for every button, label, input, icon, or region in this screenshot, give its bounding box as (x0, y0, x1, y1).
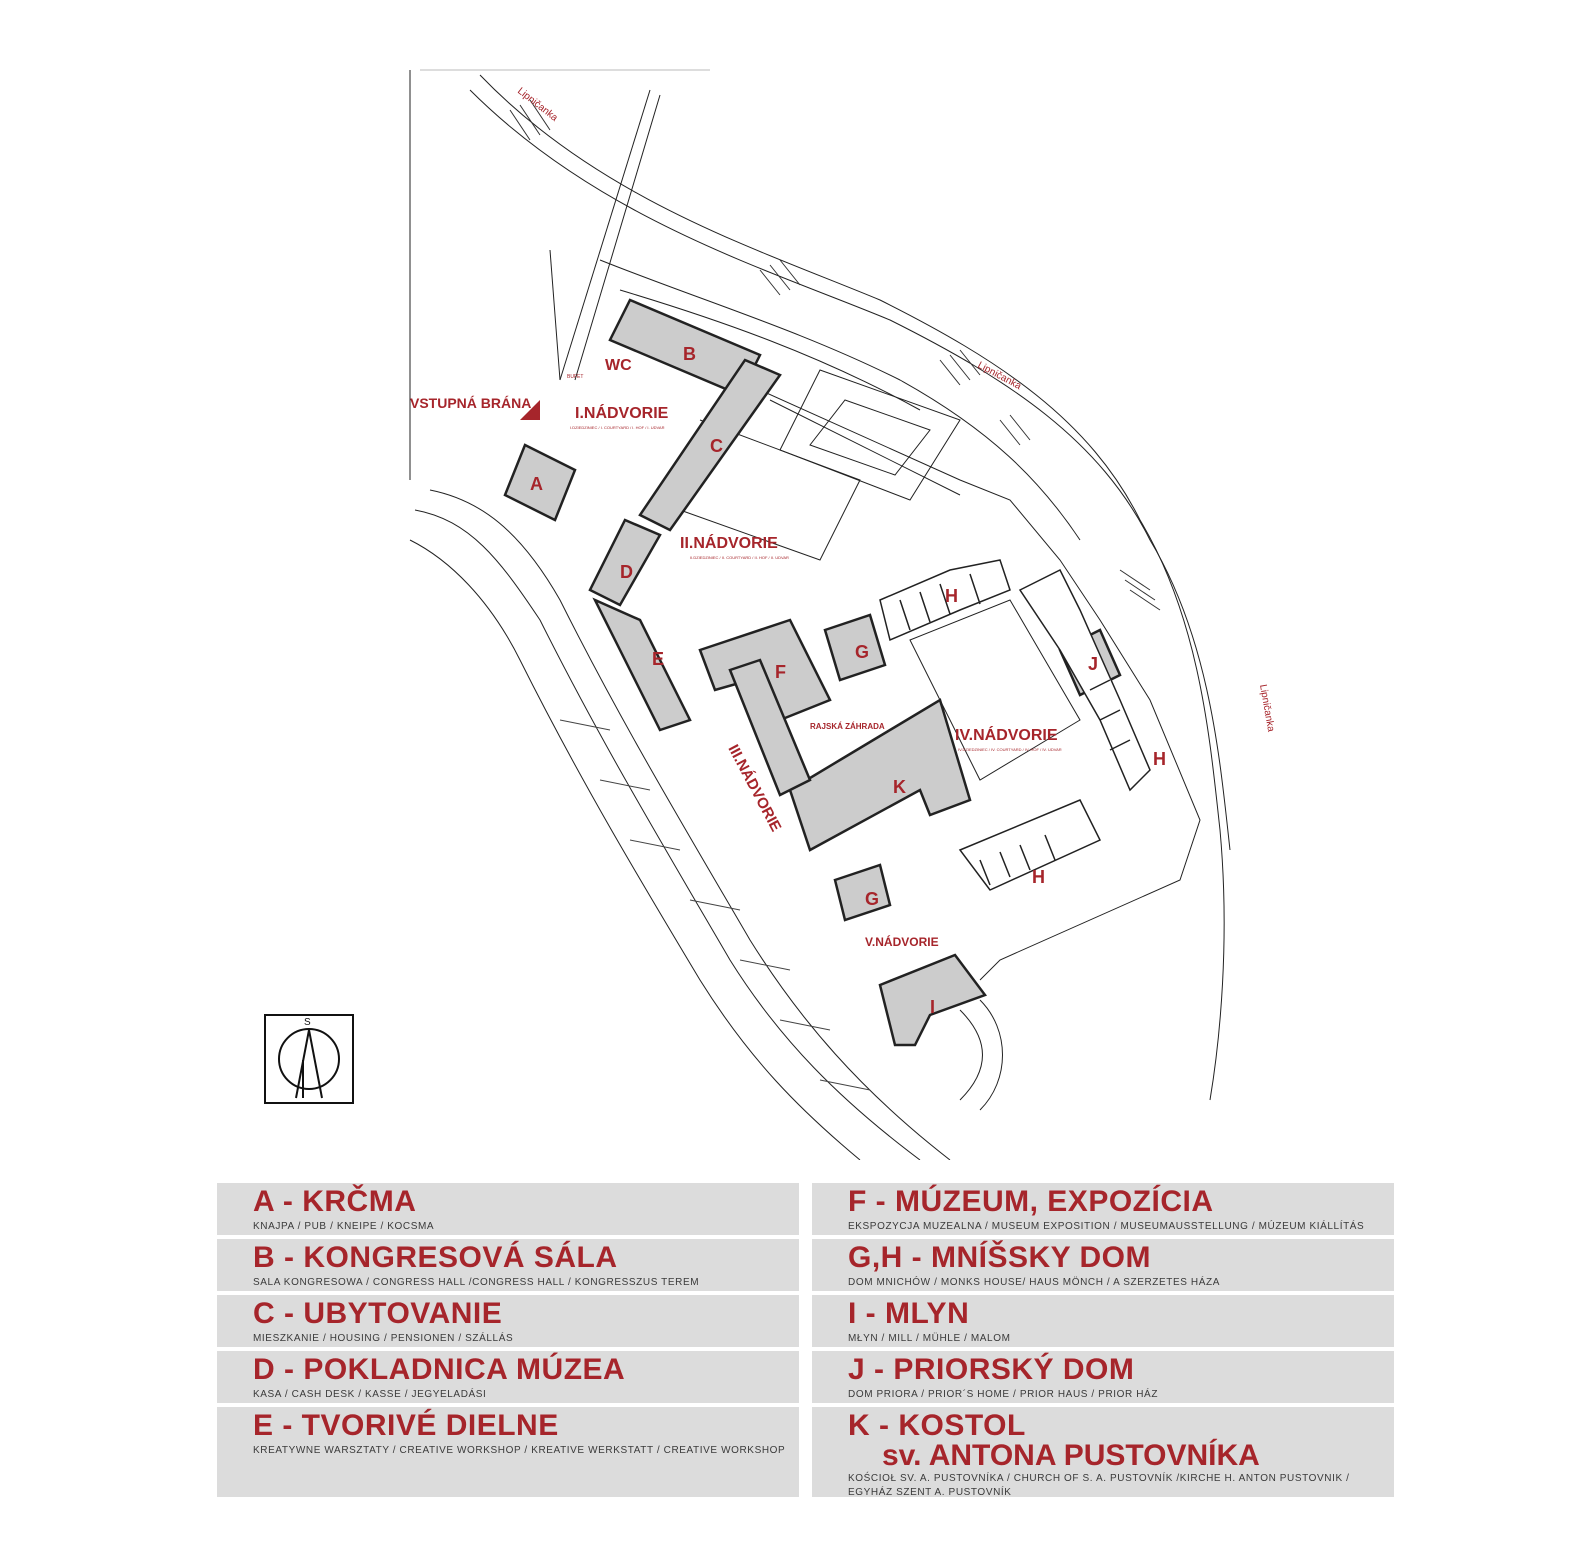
building-c[interactable] (638, 358, 782, 532)
legend-subtitle: DOM PRIORA / PRIOR´S HOME / PRIOR HAUS /… (848, 1389, 1159, 1400)
letter-k: K (893, 777, 906, 797)
building-i[interactable] (878, 953, 988, 1047)
legend-title: E - TVORIVÉ DIELNE (253, 1409, 559, 1442)
legend-item-f: F - MÚZEUM, EXPOZÍCIA EKSPOZYCJA MUZEALN… (812, 1183, 1394, 1239)
courtyard-1-sub: I.DZIEDZINIEC / I. COURTYARD / I. HOF / … (570, 425, 665, 430)
courtyard-4-sub: IV.DZIEDZINIEC / IV. COURTYARD / IV. HOF… (958, 747, 1062, 752)
building-e[interactable] (592, 597, 692, 732)
legend-title: A - KRČMA (253, 1185, 417, 1218)
north-arrow-compass: S (264, 1014, 354, 1104)
legend-subtitle: DOM MNICHÓW / MONKS HOUSE/ HAUS MÖNCH / … (848, 1277, 1220, 1288)
legend-subtitle: MIESZKANIE / HOUSING / PENSIONEN / SZÁLL… (253, 1333, 514, 1344)
paradise-garden-label: RAJSKÁ ZÁHRADA (810, 722, 885, 731)
building-h-lower[interactable] (958, 799, 1102, 891)
building-g-upper[interactable] (823, 613, 887, 682)
entrance-label: VSTUPNÁ BRÁNA (410, 395, 531, 411)
building-h-right[interactable] (1018, 568, 1151, 792)
letter-h-right: H (1153, 749, 1166, 769)
legend-title: I - MLYN (848, 1297, 970, 1330)
building-d[interactable] (588, 518, 662, 607)
legend-right-column: F - MÚZEUM, EXPOZÍCIA EKSPOZYCJA MUZEALN… (812, 1183, 1394, 1501)
monks-house-wings (879, 559, 1151, 891)
courtyard-2-label: II.NÁDVORIE (680, 533, 778, 552)
letter-a: A (530, 474, 543, 494)
legend-item-c: C - UBYTOVANIE MIESZKANIE / HOUSING / PE… (217, 1295, 799, 1351)
legend-item-e: E - TVORIVÉ DIELNE KREATYWNE WARSZTATY /… (217, 1407, 799, 1501)
legend-title: J - PRIORSKÝ DOM (848, 1353, 1135, 1386)
letter-c: C (710, 436, 723, 456)
letter-j: J (1088, 654, 1098, 674)
legend-title: D - POKLADNICA MÚZEA (253, 1353, 626, 1386)
courtyard-2-sub: II.DZIEDZINIEC / II. COURTYARD / II. HOF… (690, 555, 789, 560)
legend-title: K - KOSTOL (848, 1409, 1026, 1442)
compass-letter: S (304, 1017, 311, 1028)
wc-label: WC (605, 357, 632, 374)
buffet-label: BUFET (567, 374, 583, 380)
letter-i: I (930, 997, 935, 1017)
legend-item-gh: G,H - MNÍŠSKY DOM DOM MNICHÓW / MONKS HO… (812, 1239, 1394, 1295)
river-label-3: Lipničanka (1257, 684, 1276, 733)
legend-subtitle: KREATYWNE WARSZTATY / CREATIVE WORKSHOP … (253, 1445, 786, 1456)
legend-item-b: B - KONGRESOVÁ SÁLA SALA KONGRESOWA / CO… (217, 1239, 799, 1295)
building-k-nave[interactable] (728, 658, 812, 797)
letter-b: B (683, 344, 696, 364)
letter-d: D (620, 562, 633, 582)
legend-subtitle: SALA KONGRESOWA / CONGRESS HALL /CONGRES… (253, 1277, 700, 1288)
monastery-site-plan: S I.NÁDVORIE I.DZIEDZINIEC / I. COURTYAR… (264, 69, 1276, 1160)
legend-title-line2: sv. ANTONA PUSTOVNÍKA (882, 1439, 1260, 1472)
legend-subtitle: KOŚCIOŁ SV. A. PUSTOVNÍKA / CHURCH OF S.… (848, 1473, 1350, 1498)
letter-h-lower: H (1032, 867, 1045, 887)
legend-left-column: A - KRČMA KNAJPA / PUB / KNEIPE / KOCSMA… (217, 1183, 799, 1501)
legend-item-d: D - POKLADNICA MÚZEA KASA / CASH DESK / … (217, 1351, 799, 1407)
letter-e: E (652, 649, 664, 669)
legend-subtitle: MŁYN / MILL / MÜHLE / MALOM (848, 1333, 1011, 1344)
letter-g-lower: G (865, 889, 879, 909)
legend-item-k: K - KOSTOL sv. ANTONA PUSTOVNÍKA KOŚCIOŁ… (812, 1407, 1394, 1501)
legend-subtitle: EKSPOZYCJA MUZEALNA / MUSEUM EXPOSITION … (848, 1221, 1365, 1232)
letter-h-upper: H (945, 586, 958, 606)
entrance-marker-icon (520, 400, 540, 420)
building-g-lower[interactable] (833, 863, 892, 922)
letter-g-upper: G (855, 642, 869, 662)
river-label-2: Lipničanka (976, 360, 1024, 392)
courtyard-5-label: V.NÁDVORIE (865, 934, 939, 949)
legend-title: G,H - MNÍŠSKY DOM (848, 1241, 1151, 1274)
letter-f: F (775, 662, 786, 682)
building-letters: A B C D E F G G H H H I J K (530, 344, 1166, 1017)
legend-title: F - MÚZEUM, EXPOZÍCIA (848, 1185, 1214, 1218)
legend-item-i: I - MLYN MŁYN / MILL / MÜHLE / MALOM (812, 1295, 1394, 1351)
river-label-1: Lipničanka (515, 86, 560, 124)
legend-title: C - UBYTOVANIE (253, 1297, 503, 1330)
building-k[interactable] (788, 698, 972, 852)
courtyard-1-label: I.NÁDVORIE (575, 403, 669, 422)
courtyard-4-label: IV.NÁDVORIE (955, 725, 1058, 744)
legend-subtitle: KASA / CASH DESK / KASSE / JEGYELADÁSI (253, 1389, 487, 1400)
legend-title: B - KONGRESOVÁ SÁLA (253, 1241, 618, 1274)
building-a[interactable] (503, 443, 577, 522)
buildings (503, 298, 1122, 1047)
legend-item-a: A - KRČMA KNAJPA / PUB / KNEIPE / KOCSMA (217, 1183, 799, 1239)
legend-item-j: J - PRIORSKÝ DOM DOM PRIORA / PRIOR´S HO… (812, 1351, 1394, 1407)
plan-linework (409, 69, 1231, 1160)
legend-subtitle: KNAJPA / PUB / KNEIPE / KOCSMA (253, 1221, 435, 1232)
